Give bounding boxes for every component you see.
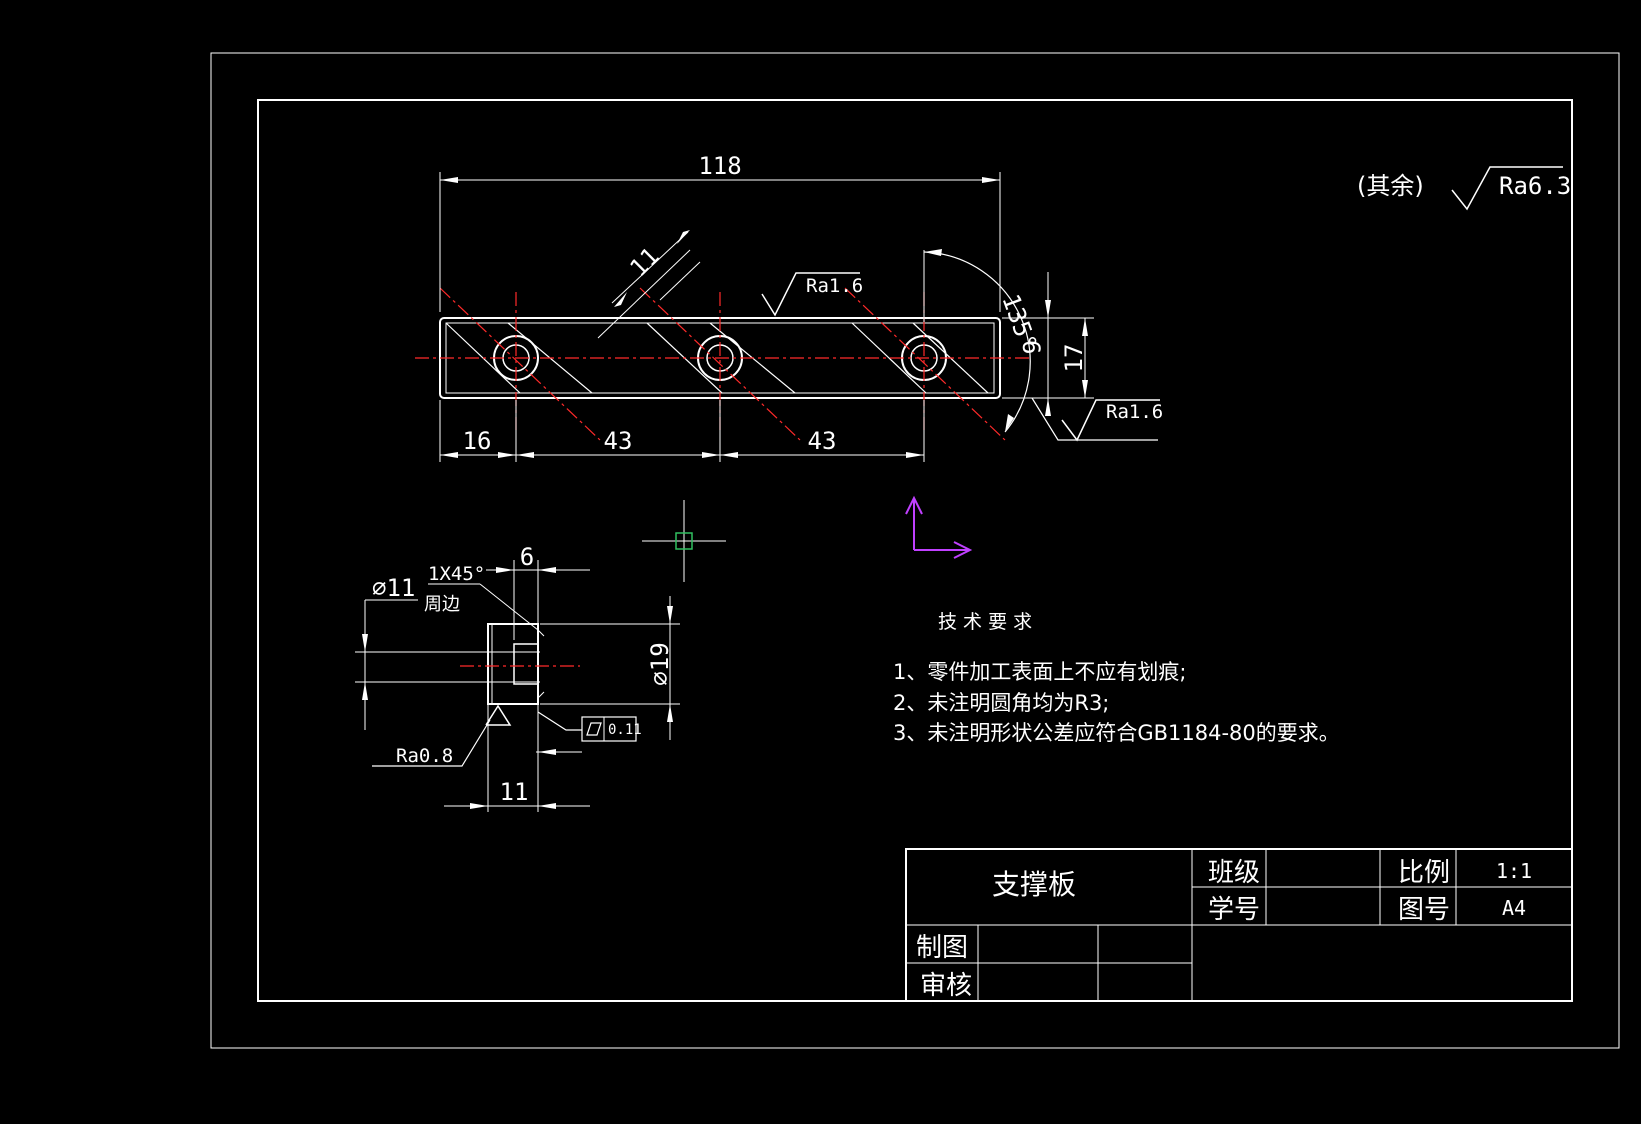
flatness-value: 0.11	[608, 722, 642, 738]
tech-item-3: 3、未注明形状公差应符合GB1184-80的要求。	[893, 721, 1340, 745]
main-view: 118 16 43 43 11	[415, 152, 1163, 462]
ucs-icon	[905, 495, 973, 559]
roughness-symbol	[1451, 166, 1563, 211]
drawing-no-value: A4	[1502, 896, 1526, 920]
chamfer-note: 周边	[424, 594, 460, 615]
general-roughness: (其余) Ra6.3	[1357, 166, 1571, 211]
flatness-frame	[581, 716, 637, 742]
scale-label: 比例	[1398, 858, 1450, 888]
cursor-crosshair	[642, 500, 726, 582]
dim-dia19-label: ⌀19	[646, 642, 674, 685]
outer-frame	[210, 52, 1620, 1049]
dim-16-label: 16	[463, 427, 492, 455]
dim-43a-label: 43	[604, 427, 633, 455]
dim-6-label: 6	[1017, 340, 1045, 354]
dim-17-label: 17	[1060, 344, 1088, 373]
tech-item-2: 2、未注明圆角均为R3;	[893, 691, 1109, 715]
tech-item-1: 1、零件加工表面上不应有划痕;	[893, 660, 1186, 684]
roughness-right-value: Ra1.6	[1106, 401, 1163, 423]
roughness-prefix: (其余)	[1357, 172, 1424, 200]
roughness-top-value: Ra1.6	[806, 275, 863, 297]
scale-value: 1:1	[1496, 859, 1532, 883]
roughness-right: Ra1.6	[1031, 397, 1163, 442]
roughness-top: Ra1.6	[761, 272, 863, 317]
dim-6-side-label: 6	[520, 543, 534, 571]
dim-dia11-label: ⌀11	[372, 574, 415, 602]
dim-hole-positions: 16 43 43	[439, 400, 925, 462]
drawing-no-label: 图号	[1398, 895, 1450, 925]
title-block: 支撑板 班级 学号 比例 1:1 图号 A4 制图 审核	[905, 848, 1573, 1002]
cursor-pickbox	[675, 532, 693, 550]
chamfer-label: 1X45°	[428, 563, 485, 585]
reviewed-label: 审核	[920, 971, 972, 1001]
roughness-value: Ra6.3	[1499, 172, 1571, 200]
centerlines	[415, 287, 1030, 441]
dim-11-side-label: 11	[500, 778, 529, 806]
dim-118-label: 118	[698, 152, 741, 180]
student-id-label: 学号	[1208, 895, 1260, 925]
tech-title: 技 术 要 求	[938, 611, 1032, 633]
dim-thickness: 17 6	[1002, 272, 1094, 416]
class-label: 班级	[1208, 858, 1260, 888]
pin-head	[487, 623, 539, 705]
pin-shaft	[513, 643, 539, 685]
drafted-label: 制图	[916, 933, 968, 963]
tech-requirements: 技 术 要 求 1、零件加工表面上不应有划痕; 2、未注明圆角均为R3; 3、未…	[893, 611, 1340, 745]
roughness-side-value: Ra0.8	[396, 745, 453, 767]
part-name: 支撑板	[992, 868, 1076, 901]
dim-overall-length: 118	[439, 152, 1001, 312]
side-view: ⌀11 ⌀19 6 1X45° 周边 Ra0.8 0.11 11	[355, 543, 680, 812]
dim-43b-label: 43	[808, 427, 837, 455]
dim-hatch-width: 11	[597, 230, 701, 339]
dim-11-label: 11	[624, 242, 664, 282]
